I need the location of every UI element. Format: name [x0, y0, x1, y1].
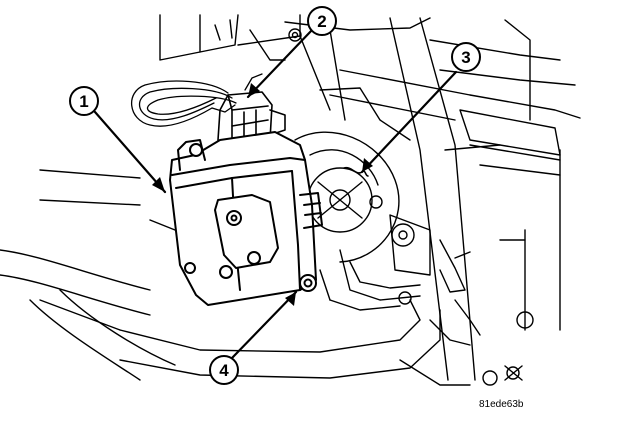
- callout-1-label: 1: [79, 92, 88, 111]
- callout-1: 1: [69, 86, 99, 116]
- blower-housing: [294, 131, 523, 386]
- hose-lines: [0, 169, 441, 381]
- leader-lines: [93, 28, 458, 360]
- callout-2: 2: [307, 6, 337, 36]
- callout-3-label: 3: [461, 48, 470, 67]
- hook-symbol: [343, 166, 369, 177]
- callout-4: 4: [209, 355, 239, 385]
- figure-reference-code: 81ede63b: [479, 399, 524, 410]
- actuator-body: [169, 131, 323, 306]
- callout-2-label: 2: [317, 12, 326, 31]
- callout-3: 3: [451, 42, 481, 72]
- background-frame: [159, 14, 581, 381]
- callout-4-label: 4: [219, 361, 229, 380]
- arrowheads: [152, 83, 373, 306]
- wire-harness: [130, 73, 263, 127]
